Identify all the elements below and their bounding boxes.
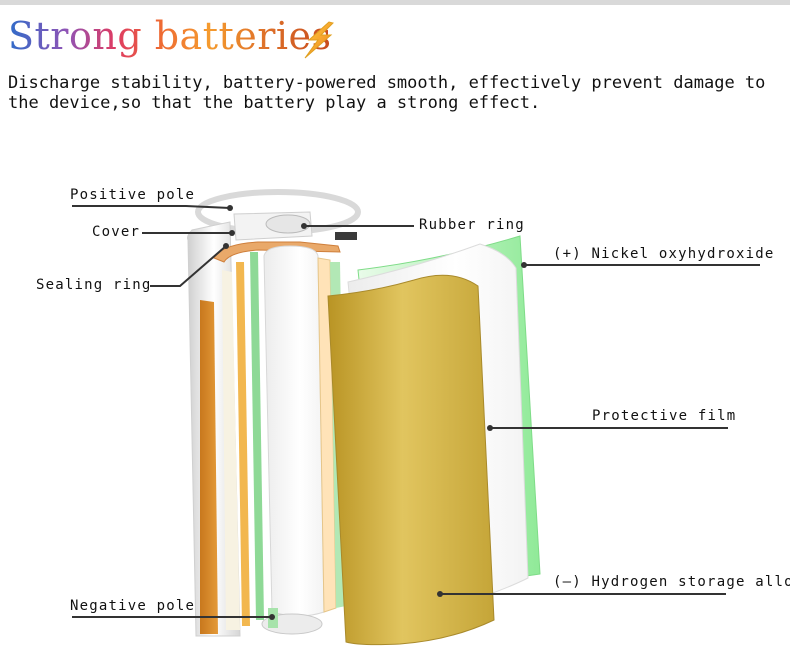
label-hydrogen-storage-alloy: (—) Hydrogen storage alloy: [553, 574, 790, 590]
label-nickel-oxyhydroxide: (+) Nickel oxyhydroxide: [553, 246, 775, 262]
label-cover: Cover: [92, 224, 141, 240]
label-positive-pole: Positive pole: [70, 187, 196, 203]
top-border: [0, 0, 790, 5]
leader-dot: [269, 614, 275, 620]
battery-cutaway-diagram: [72, 189, 760, 646]
label-sealing-ring: Sealing ring: [36, 277, 152, 293]
leader-positive-pole: [72, 205, 231, 209]
inner-core: [263, 245, 325, 617]
electrode-face: [200, 300, 218, 634]
leader-dot: [227, 205, 233, 211]
layer-strip: [250, 252, 264, 620]
hydrogen-alloy-sheet: [327, 274, 495, 646]
label-rubber-ring: Rubber ring: [419, 217, 525, 233]
rubber-ring-part: [265, 214, 311, 234]
description-text: Discharge stability, battery-powered smo…: [8, 73, 766, 113]
layer-strip: [236, 262, 250, 626]
label-negative-pole: Negative pole: [70, 598, 196, 614]
leader-dot: [223, 243, 229, 249]
lightning-bolt-icon: [304, 21, 334, 59]
leader-dot: [487, 425, 493, 431]
leader-dot: [229, 230, 235, 236]
sealing-ring-part: [213, 241, 341, 263]
page-title: Strong batteries: [8, 14, 332, 58]
leader-sealing-ring: [150, 245, 227, 287]
dark-cap-edge: [335, 232, 357, 240]
label-protective-film: Protective film: [592, 408, 737, 424]
leader-dot: [301, 223, 307, 229]
layer-strip: [222, 270, 240, 630]
leader-dot: [437, 591, 443, 597]
leader-dot: [521, 262, 527, 268]
